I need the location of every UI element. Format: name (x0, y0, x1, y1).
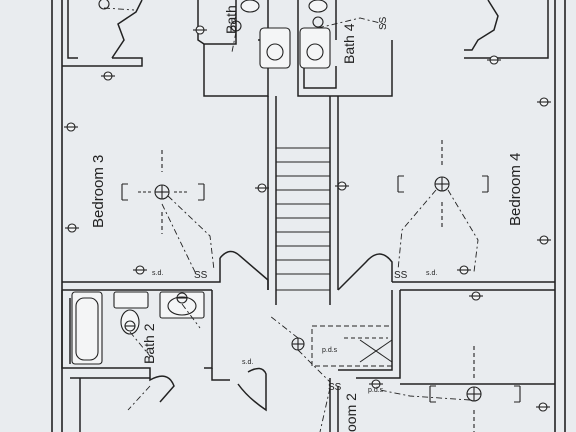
pds-label-bottom: p.d.s (368, 387, 384, 394)
switch-label-bedroom4: SS (394, 270, 408, 281)
ceiling-fan-bedroom3 (121, 150, 205, 234)
interior-walls (61, 0, 555, 432)
room-label-bedroom4: Bedroom 4 (507, 153, 524, 226)
wiring-lines (103, 7, 479, 432)
switch-label-bedroom3: SS (194, 270, 208, 281)
switch-label-bath4: SS (378, 16, 389, 30)
staircase (276, 147, 330, 291)
room-label-bottom: oom 2 (343, 393, 359, 432)
smoke-detector-label-bedroom4: s.d. (426, 270, 437, 277)
ceiling-light-hall (98, 0, 324, 351)
switch-label-hall: SS (328, 382, 342, 393)
room-label-bath4: Bath 4 (341, 23, 357, 64)
room-label-bath-top: Bath (223, 5, 239, 34)
room-label-bath2: Bath 2 (141, 323, 157, 364)
exterior-walls (51, 0, 566, 432)
pds-box (311, 325, 393, 367)
smoke-detector-label-hall: s.d. (242, 359, 253, 366)
ceiling-fan-bottom (429, 346, 521, 432)
room-label-bedroom3: Bedroom 3 (90, 155, 107, 228)
fixtures (71, 0, 331, 365)
pds-label: p.d.s (322, 347, 338, 354)
smoke-detector-label-bedroom3: s.d. (152, 270, 163, 277)
ceiling-fan-bedroom4 (397, 140, 489, 228)
outlets (64, 25, 551, 412)
